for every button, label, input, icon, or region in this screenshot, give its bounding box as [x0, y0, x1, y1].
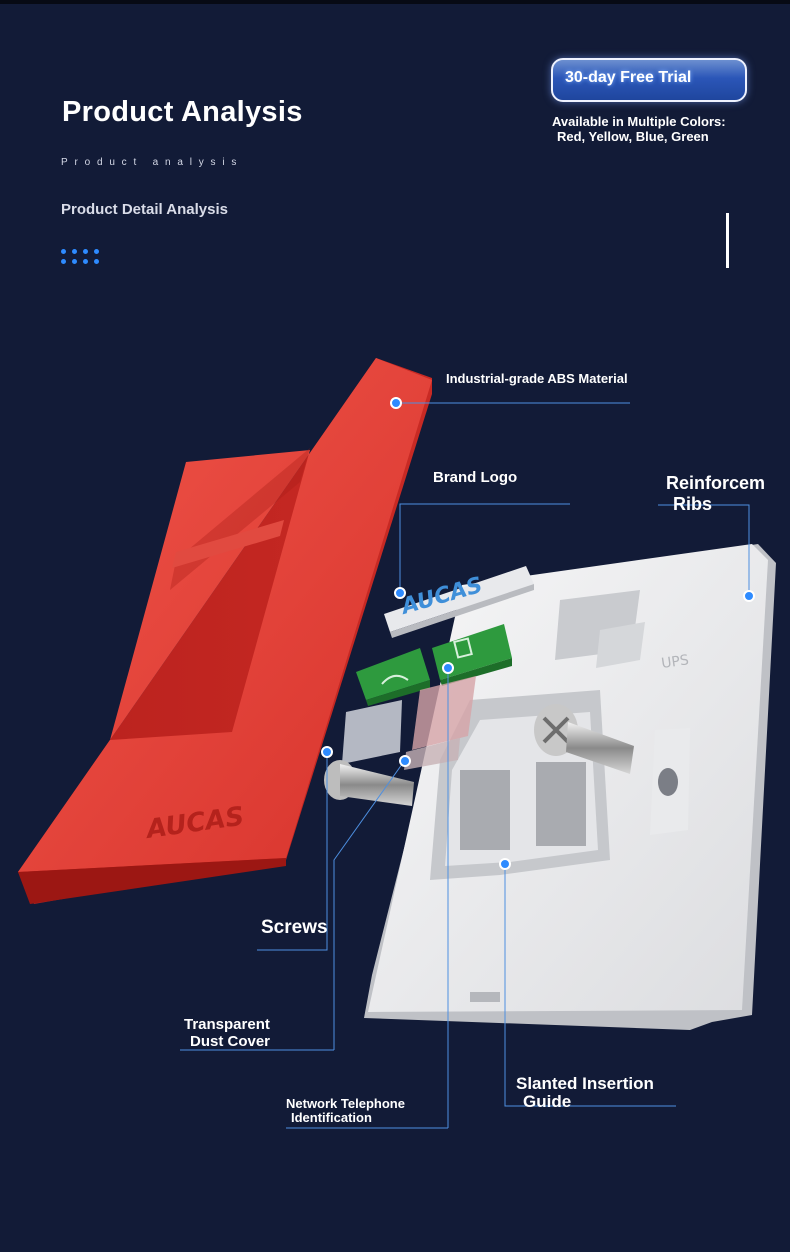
- callout-dust-cover: Transparent Dust Cover: [184, 1016, 271, 1050]
- top-border: [0, 0, 790, 4]
- dust-covers: [342, 676, 476, 770]
- colors-heading: Available in Multiple Colors:: [552, 114, 726, 129]
- color-options: Available in Multiple Colors: Red, Yello…: [552, 114, 782, 144]
- callout-reinforcement-ribs: Reinforcem Ribs: [666, 473, 766, 514]
- divider-bar: [726, 213, 729, 268]
- page-subtitle: Product analysis: [61, 157, 244, 168]
- callout-screws: Screws: [261, 917, 328, 938]
- colors-list: Red, Yellow, Blue, Green: [557, 129, 709, 144]
- svg-text:UPS: UPS: [660, 652, 690, 672]
- red-face-frame: AUCAS: [18, 358, 432, 904]
- free-trial-button[interactable]: 30-day Free Trial: [551, 58, 747, 102]
- dot-grid-icon: [61, 249, 107, 264]
- callout-network-id: Network Telephone Identification: [286, 1096, 405, 1125]
- section-heading: Product Detail Analysis: [61, 201, 228, 218]
- callout-abs-material: Industrial-grade ABS Material: [446, 371, 628, 386]
- callout-slanted-guide: Slanted Insertion Guide: [516, 1074, 654, 1111]
- screws: [324, 704, 634, 806]
- page-title: Product Analysis: [62, 96, 303, 128]
- callout-brand-logo: Brand Logo: [433, 469, 518, 486]
- callout-lines: [180, 402, 750, 1129]
- identification-shutters: [356, 624, 512, 706]
- callout-markers: [321, 397, 755, 870]
